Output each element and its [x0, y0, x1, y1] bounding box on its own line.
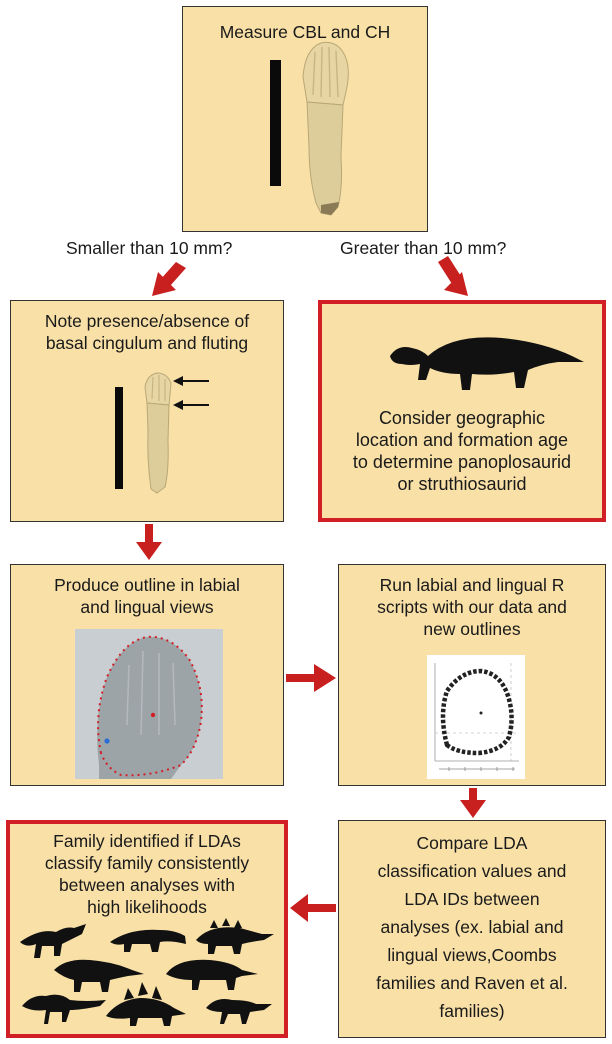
- measure-box: Measure CBL and CH: [182, 6, 428, 232]
- tooth-photo-1: [183, 7, 427, 231]
- arrow-to-cingulum: [152, 262, 186, 296]
- compare-line-5: lingual views,Coombs: [339, 941, 605, 969]
- silhouette-2: [110, 930, 186, 952]
- geographic-box: Consider geographic location and formati…: [318, 300, 606, 522]
- silhouette-5: [166, 960, 258, 990]
- compare-line-2: classification values and: [339, 857, 605, 885]
- tooth-root: [307, 102, 343, 215]
- compare-line-1: Compare LDA: [339, 829, 605, 857]
- tooth-photo-2: [11, 301, 283, 521]
- geographic-line-3: to determine panoplosaurid: [322, 451, 602, 473]
- silhouette-3: [196, 927, 274, 954]
- tooth-crown: [303, 42, 348, 105]
- outline-box: Produce outline in labial and lingual vi…: [10, 564, 284, 786]
- arrow-to-compare: [460, 788, 486, 818]
- compare-text: Compare LDA classification values and LD…: [339, 829, 605, 1025]
- dinosaur-silhouettes: [10, 824, 284, 1034]
- family-box: Family identified if LDAs classify famil…: [6, 820, 288, 1038]
- arrow-to-outline: [136, 524, 162, 560]
- branch-label-right: Greater than 10 mm?: [340, 238, 506, 259]
- arrow-to-rscripts: [286, 664, 336, 692]
- outline-photo: [11, 565, 283, 785]
- scale-bar-2: [115, 387, 123, 489]
- scale-bar: [270, 60, 281, 186]
- geographic-line-2: location and formation age: [322, 429, 602, 451]
- tooth-crown-2: [145, 373, 171, 405]
- silhouette-1: [20, 924, 86, 958]
- compare-line-4: analyses (ex. labial and: [339, 913, 605, 941]
- compare-box: Compare LDA classification values and LD…: [338, 820, 606, 1038]
- branch-label-left: Smaller than 10 mm?: [66, 238, 232, 259]
- silhouette-7: [106, 998, 186, 1026]
- arrow-to-family: [290, 894, 336, 922]
- tooth-root-2: [147, 403, 169, 493]
- compare-line-6: families and Raven et al.: [339, 969, 605, 997]
- arrow-to-geographic: [438, 256, 468, 296]
- silhouette-6: [22, 995, 106, 1024]
- geographic-line-4: or struthiosaurid: [322, 473, 602, 495]
- r-outline-plot: [339, 565, 605, 785]
- rscripts-box: Run labial and lingual R scripts with ou…: [338, 564, 606, 786]
- silhouette-8: [206, 999, 272, 1024]
- cingulum-box: Note presence/absence of basal cingulum …: [10, 300, 284, 522]
- geographic-text: Consider geographic location and formati…: [322, 407, 602, 495]
- compare-line-7: families): [339, 997, 605, 1025]
- silhouette-4: [54, 960, 144, 992]
- compare-line-3: LDA IDs between: [339, 885, 605, 913]
- geographic-line-1: Consider geographic: [322, 407, 602, 429]
